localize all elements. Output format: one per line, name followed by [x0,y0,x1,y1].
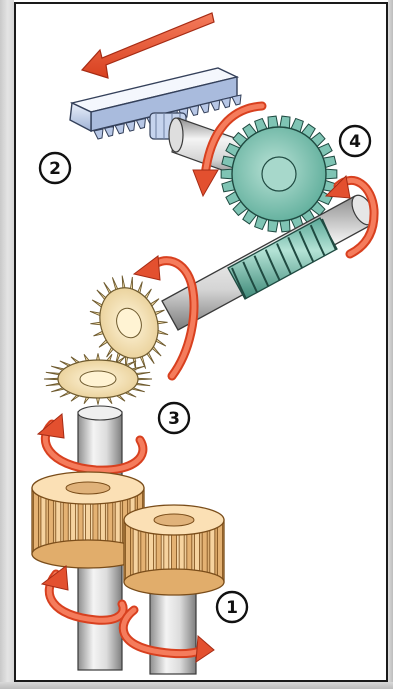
rack-tooth [136,119,145,129]
rack-tooth [94,129,103,139]
rack-tooth [211,100,220,110]
spur-gear-right-tooth [218,524,223,580]
rack-tooth [190,105,199,115]
spur-gear-right-tooth [210,524,215,580]
callout-1: 1 [217,592,247,622]
rack-tooth [232,95,241,105]
callout-3: 3 [159,403,189,433]
spur-gear-left-tooth [34,492,39,552]
callout-2: 2 [40,153,70,183]
bevel-gear-upper [90,276,168,371]
rack-tooth [105,126,114,136]
rack-tooth [200,103,209,113]
callout-4-label: 4 [349,132,361,152]
spur-gear-right-tooth [133,524,138,580]
callout-4: 4 [340,126,370,156]
rack-tooth [221,98,230,108]
callout-2-label: 2 [49,159,61,179]
straight-arrow-icon [82,13,214,78]
callout-3-label: 3 [168,409,180,429]
spur-gear-left-tooth [41,492,46,552]
rack-tooth [126,121,135,131]
bevel-gear-lower [44,353,152,404]
rack-tooth [115,124,124,134]
callout-1-label: 1 [226,598,238,618]
spur-gear-right [124,505,224,595]
spur-gear-right-tooth [126,524,131,580]
